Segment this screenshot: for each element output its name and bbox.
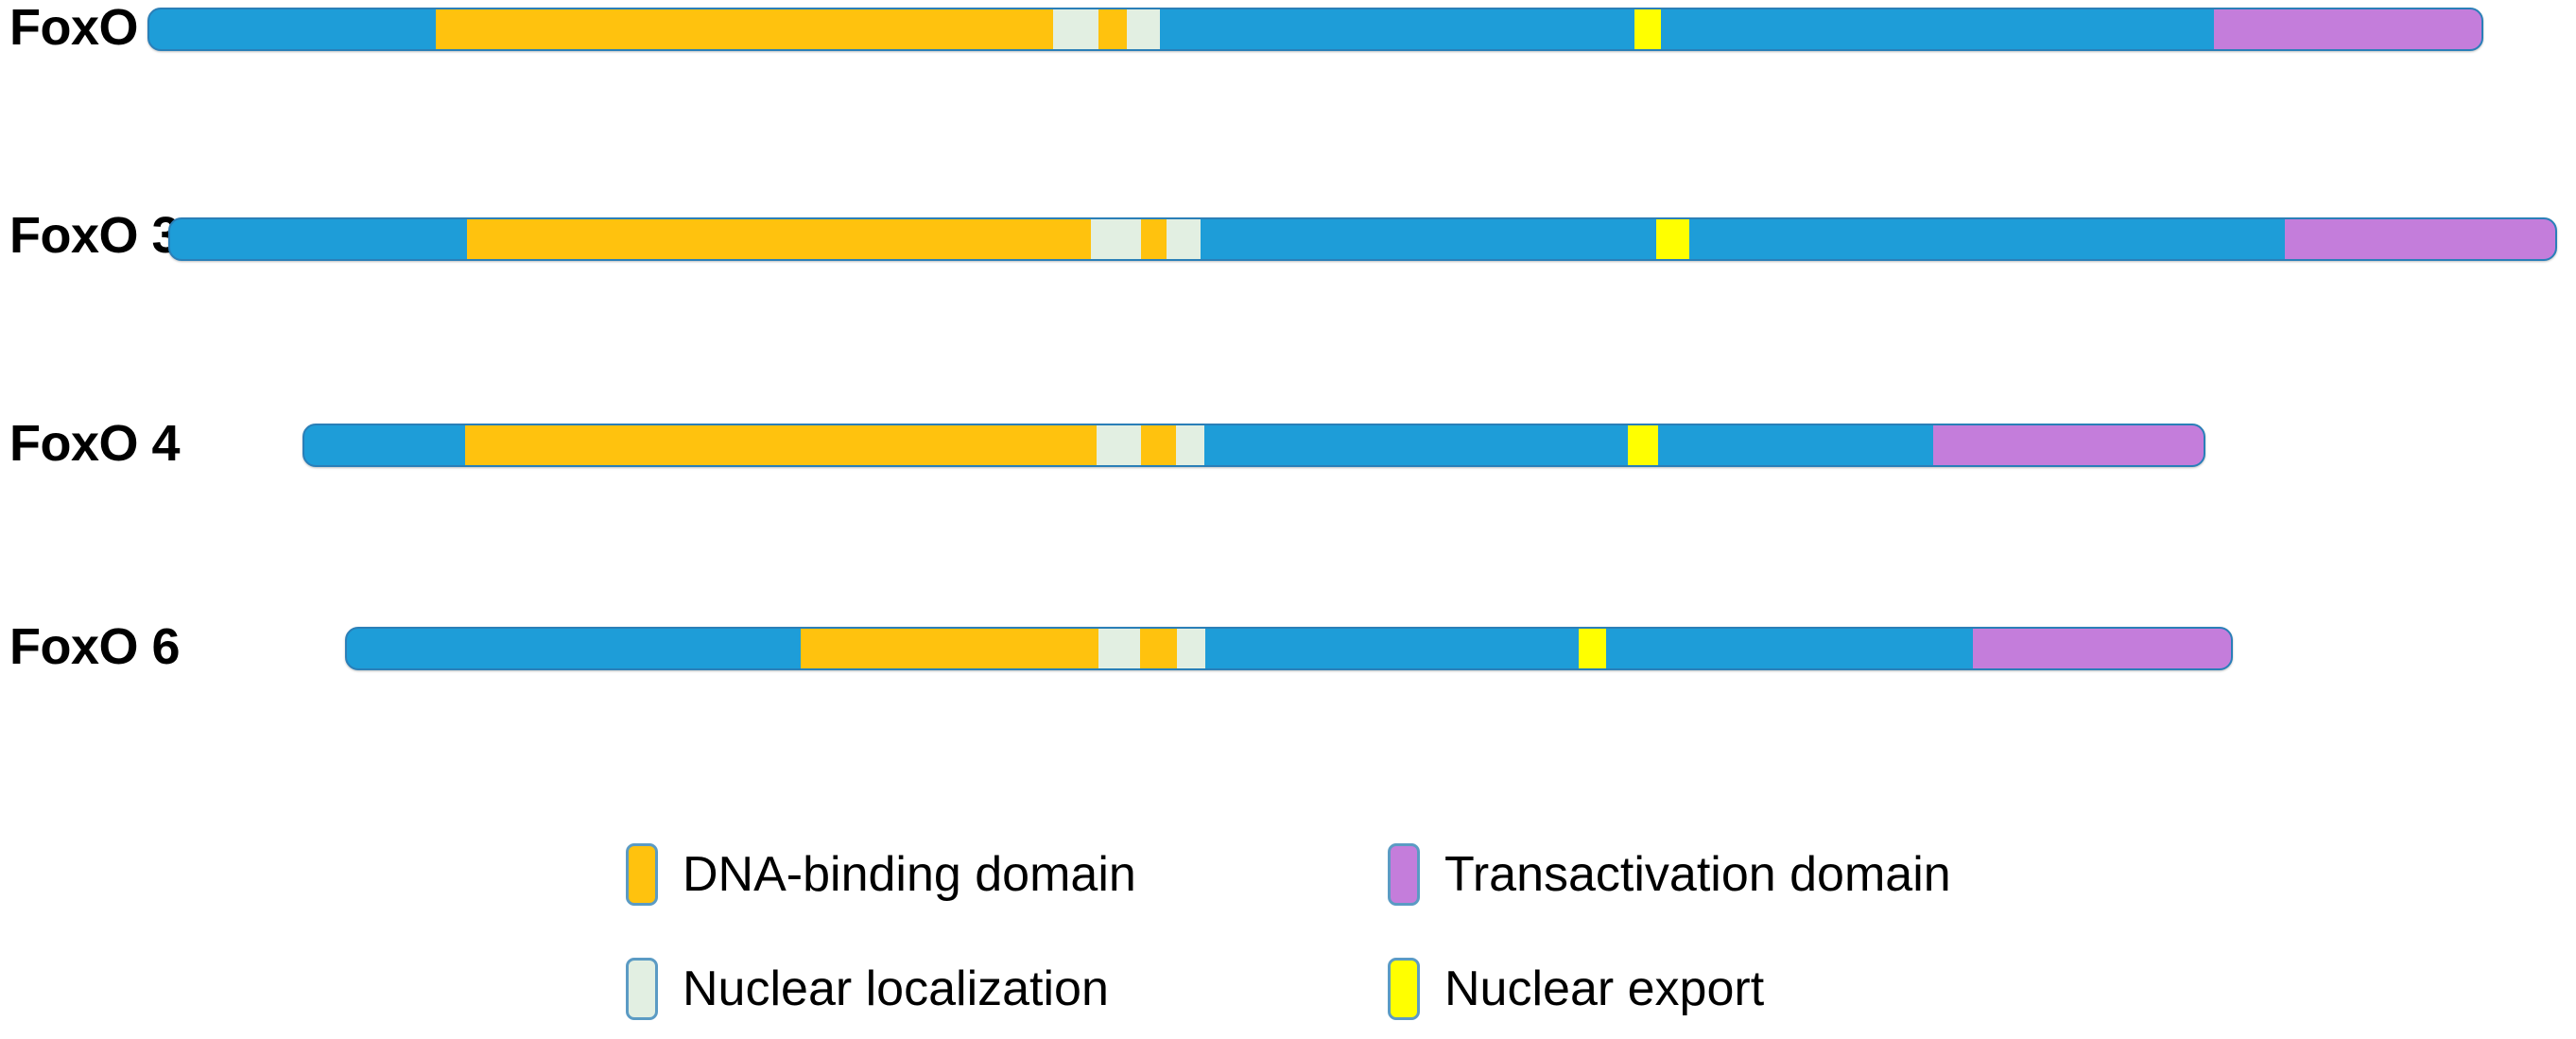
domain-segment-nuclear-localization	[1176, 425, 1204, 465]
domain-segment-transactivation-domain	[1973, 629, 2231, 668]
domain-segment-nuclear-localization	[1098, 629, 1140, 668]
domain-segment-dna-binding-domain	[1141, 219, 1167, 259]
protein-bar-foxo3	[168, 217, 2557, 261]
domain-segment-dna-binding-domain	[436, 9, 1053, 49]
protein-label-foxo3: FoxO 3	[9, 207, 181, 264]
domain-segment-dna-binding-domain	[1140, 629, 1177, 668]
domain-segment-dna-binding-domain	[465, 425, 1097, 465]
legend-label-dna-binding-domain: DNA-binding domain	[683, 847, 1136, 902]
domain-segment-nuclear-localization	[1097, 425, 1141, 465]
legend-item-nuclear-export: Nuclear export	[1388, 958, 1764, 1020]
legend-label-nuclear-export: Nuclear export	[1444, 961, 1765, 1016]
legend-swatch-transactivation-icon	[1388, 843, 1420, 906]
legend-swatch-nuclear-export-icon	[1388, 958, 1420, 1020]
legend-item-transactivation-domain: Transactivation domain	[1388, 843, 1951, 906]
legend-item-dna-binding-domain: DNA-binding domain	[626, 843, 1136, 906]
domain-segment-nuclear-localization	[1091, 219, 1141, 259]
domain-segment-nuclear-export	[1656, 219, 1689, 259]
protein-bar-foxo4	[303, 424, 2205, 467]
domain-segment-transactivation-domain	[1933, 425, 2204, 465]
legend-label-nuclear-localization: Nuclear localization	[683, 961, 1109, 1016]
domain-segment-nuclear-export	[1634, 9, 1661, 49]
domain-segment-dna-binding-domain	[467, 219, 1091, 259]
legend-swatch-nuclear-localization-icon	[626, 958, 658, 1020]
protein-label-foxo6: FoxO 6	[9, 618, 181, 675]
domain-segment-nuclear-export	[1628, 425, 1658, 465]
domain-segment-nuclear-export	[1579, 629, 1606, 668]
domain-segment-dna-binding-domain	[1098, 9, 1127, 49]
domain-segment-nuclear-localization	[1167, 219, 1201, 259]
protein-bar-foxo6	[345, 627, 2233, 670]
protein-label-foxo4: FoxO 4	[9, 415, 181, 472]
domain-segment-nuclear-localization	[1053, 9, 1098, 49]
legend-item-nuclear-localization: Nuclear localization	[626, 958, 1109, 1020]
domain-segment-nuclear-localization	[1127, 9, 1160, 49]
legend-swatch-dna-binding-icon	[626, 843, 658, 906]
domain-segment-dna-binding-domain	[1141, 425, 1176, 465]
protein-bar-foxo1	[147, 8, 2483, 51]
domain-segment-nuclear-localization	[1177, 629, 1205, 668]
legend-label-transactivation-domain: Transactivation domain	[1444, 847, 1951, 902]
domain-segment-dna-binding-domain	[801, 629, 1098, 668]
domain-segment-transactivation-domain	[2214, 9, 2481, 49]
domain-segment-transactivation-domain	[2285, 219, 2555, 259]
